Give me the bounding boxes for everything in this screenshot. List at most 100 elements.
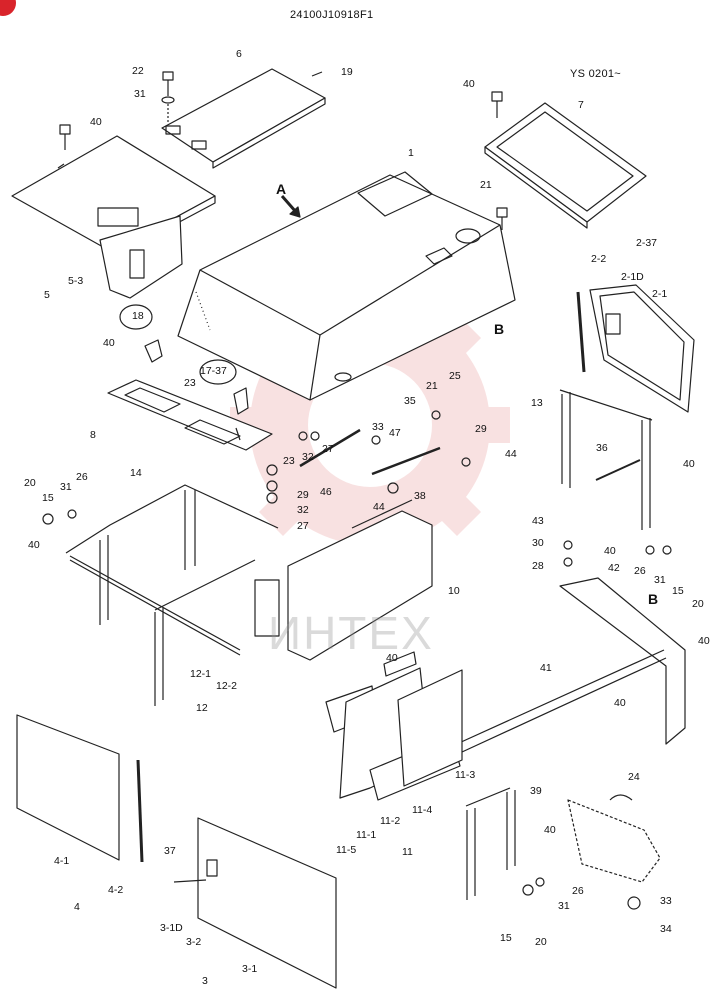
part-4-left-side-panel <box>16 714 144 863</box>
callout-28: 28 <box>532 560 544 572</box>
callout-21: 21 <box>426 380 438 392</box>
callout-18: 18 <box>132 310 144 322</box>
corner-badge <box>0 0 16 16</box>
callout-12: 12 <box>196 702 208 714</box>
callout-40: 40 <box>103 337 115 349</box>
callout-29: 29 <box>475 423 487 435</box>
latch-18-icon <box>119 304 163 363</box>
rod-38 <box>371 446 441 476</box>
callout-23: 23 <box>184 377 196 389</box>
callout-24: 24 <box>628 771 640 783</box>
callout-3-1: 3-1 <box>242 963 258 975</box>
fastener-group-icon <box>42 410 672 910</box>
callout-20: 20 <box>535 936 547 948</box>
callout-2-2: 2-2 <box>591 253 607 265</box>
part-1-main-hood <box>177 171 516 401</box>
part-14-left-frame <box>65 484 280 706</box>
callout-20: 20 <box>24 477 36 489</box>
drawing-code: 24100J10918F1 <box>290 9 374 21</box>
callout-35: 35 <box>404 395 416 407</box>
callout-11-3: 11-3 <box>455 769 476 781</box>
callout-7: 7 <box>578 99 584 111</box>
callout-22: 22 <box>132 65 144 77</box>
callout-46: 46 <box>320 486 332 498</box>
rod-46 <box>299 428 361 468</box>
part-41-long-bar <box>458 577 686 753</box>
callout-17-37: 17-37 <box>200 365 227 377</box>
callout-2-37: 2-37 <box>636 237 658 249</box>
part-5-left-top-cover <box>11 135 216 299</box>
view-marker-b-right: B <box>648 591 659 607</box>
part-13-right-frame <box>559 389 653 530</box>
part-3-front-door <box>173 817 337 989</box>
watermark-text: ИНТЕХ <box>268 607 434 659</box>
callout-40: 40 <box>614 697 626 709</box>
callout-11-2: 11-2 <box>380 815 401 827</box>
callout-14: 14 <box>130 467 142 479</box>
callout-27: 27 <box>322 443 334 455</box>
callout-34: 34 <box>660 923 672 935</box>
callout-31: 31 <box>60 481 72 493</box>
callout-25: 25 <box>449 370 461 382</box>
callout-39: 39 <box>530 785 542 797</box>
callout-41: 41 <box>540 662 552 674</box>
bolt-22-icon <box>161 71 175 122</box>
part-8-base-plate <box>107 379 273 451</box>
part-24-tank <box>567 794 661 883</box>
callout-40: 40 <box>28 539 40 551</box>
view-marker-b-left: B <box>494 321 505 337</box>
callout-31: 31 <box>134 88 146 100</box>
callout-2-1d: 2-1D <box>621 271 644 283</box>
arrow-a-icon <box>280 195 301 218</box>
part-11-inner-panels <box>325 651 463 801</box>
callout-31: 31 <box>654 574 666 586</box>
callout-32: 32 <box>297 504 309 516</box>
callout-12-2: 12-2 <box>216 680 238 692</box>
callout-11-4: 11-4 <box>412 804 433 816</box>
callout-4-2: 4-2 <box>108 884 124 896</box>
callout-29: 29 <box>297 489 309 501</box>
part-39-rear-bracket <box>465 787 516 900</box>
callout-3-1d: 3-1D <box>160 922 183 934</box>
callout-15: 15 <box>42 492 54 504</box>
callout-40: 40 <box>698 635 710 647</box>
callout-44: 44 <box>505 448 517 460</box>
latch-17-37-icon <box>199 359 249 415</box>
callout-40: 40 <box>90 116 102 128</box>
callout-26: 26 <box>572 885 584 897</box>
callout-37: 37 <box>164 845 176 857</box>
callout-32: 32 <box>302 451 314 463</box>
callout-10: 10 <box>448 585 460 597</box>
callout-4-1: 4-1 <box>54 855 70 867</box>
callout-43: 43 <box>532 515 544 527</box>
callout-33: 33 <box>660 895 672 907</box>
callout-40: 40 <box>544 824 556 836</box>
part-7-grille-panel <box>484 102 647 229</box>
callout-5-3: 5-3 <box>68 275 84 287</box>
callout-6: 6 <box>236 48 242 60</box>
callout-15: 15 <box>672 585 684 597</box>
callout-31: 31 <box>558 900 570 912</box>
callout-23: 23 <box>283 455 295 467</box>
callout-4: 4 <box>74 901 80 913</box>
callout-33: 33 <box>372 421 384 433</box>
callout-15: 15 <box>500 932 512 944</box>
callout-40: 40 <box>604 545 616 557</box>
callout-40: 40 <box>463 78 475 90</box>
part-10-center-panel <box>287 499 433 661</box>
callout-44: 44 <box>373 501 385 513</box>
serial-range: YS 0201~ <box>570 68 622 80</box>
callout-38: 38 <box>414 490 426 502</box>
callout-26: 26 <box>76 471 88 483</box>
callout-1: 1 <box>408 147 414 159</box>
bolt-21-icon <box>496 207 508 230</box>
callout-42: 42 <box>608 562 620 574</box>
callout-47: 47 <box>389 427 401 439</box>
callout-11-5: 11-5 <box>336 844 357 856</box>
callout-20: 20 <box>692 598 704 610</box>
callout-27: 27 <box>297 520 309 532</box>
callout-13: 13 <box>531 397 543 409</box>
callout-11-1: 11-1 <box>356 829 377 841</box>
